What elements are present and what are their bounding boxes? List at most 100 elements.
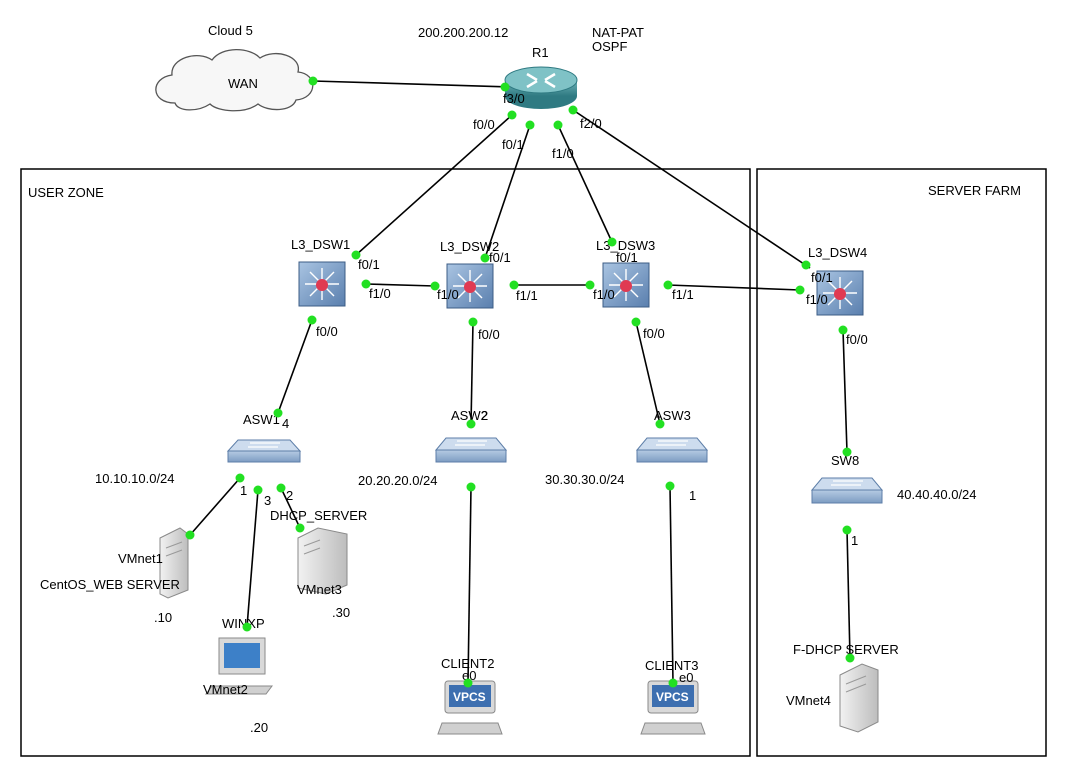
link-dsw3-asw3[interactable] [635, 321, 661, 425]
link-dsw3-dsw4[interactable] [667, 284, 801, 291]
dhcp-ip: .30 [332, 605, 350, 620]
port-label: f0/0 [316, 324, 338, 339]
l2-asw2[interactable]: ASW2 [434, 408, 508, 463]
link-r1-dsw4[interactable] [572, 109, 811, 269]
link-asw3-client3[interactable] [669, 485, 674, 684]
link-status-dot [466, 419, 476, 429]
router-name: R1 [532, 45, 549, 60]
port-label: 1 [689, 488, 696, 503]
l2-asw1[interactable]: ASW1 [226, 412, 302, 463]
link-status-dot [242, 622, 252, 632]
l2-sw8[interactable]: SW8 [810, 453, 884, 504]
link-cloud-r1[interactable] [312, 80, 513, 88]
l3-dsw4[interactable]: L3_DSW4 [808, 245, 867, 316]
port-label: f2/0 [580, 116, 602, 131]
link-status-dot [185, 530, 195, 540]
l2-asw3[interactable]: ASW3 [635, 408, 709, 463]
link-status-dot [568, 105, 578, 115]
port-label: 1 [240, 483, 247, 498]
winxp-label: WINXP [222, 616, 265, 631]
link-asw1-centos[interactable] [189, 477, 241, 536]
link-dsw4-sw8[interactable] [842, 329, 848, 453]
dhcp-server[interactable]: DHCP_SERVER VMnet3 .30 [270, 508, 367, 620]
subnet-30: 30.30.30.0/24 [545, 472, 625, 487]
l3-dsw1[interactable]: L3_DSW1 [291, 237, 350, 307]
link-status-dot [585, 280, 595, 290]
link-status-dot [430, 281, 440, 291]
port-label: f1/1 [672, 287, 694, 302]
link-asw1-dhcp[interactable] [280, 487, 301, 529]
server-icon [839, 663, 879, 733]
link-asw1-winxp[interactable] [246, 489, 259, 628]
link-r1-dsw2[interactable] [484, 124, 531, 259]
port-label: f0/1 [811, 270, 833, 285]
link-status-dot [525, 120, 535, 130]
vmnet3-label: VMnet3 [297, 582, 342, 597]
subnet-10: 10.10.10.0/24 [95, 471, 175, 486]
link-status-dot [361, 279, 371, 289]
l2-switch-icon [831, 480, 863, 486]
client3-vpcs[interactable]: VPCS CLIENT3 [640, 658, 706, 735]
link-status-dot [801, 260, 811, 270]
subnet-40: 40.40.40.0/24 [897, 487, 977, 502]
link-status-dots [185, 76, 855, 688]
centos-web-server[interactable]: VMnet1 CentOS_WEB SERVER .10 [40, 527, 189, 625]
router-icon [504, 66, 578, 94]
l2-switch-icon [656, 440, 688, 446]
port-labels: f3/0 f0/0 f0/1 f1/0 f2/0 f0/1 f1/0 f0/0 … [240, 91, 868, 685]
link-dsw1-dsw2[interactable] [365, 283, 436, 287]
link-status-dot [276, 483, 286, 493]
port-label: 4 [282, 416, 289, 431]
link-status-dot [795, 285, 805, 295]
port-label: 2 [286, 488, 293, 503]
asw2-name: ASW2 [451, 408, 488, 423]
port-label: f3/0 [503, 91, 525, 106]
cloud-5[interactable]: Cloud 5 WAN [155, 23, 314, 112]
port-label: f0/1 [502, 137, 524, 152]
router-note-nat: NAT-PAT [592, 25, 644, 40]
user-zone-label: USER ZONE [28, 185, 104, 200]
f-dhcp-server[interactable]: F-DHCP SERVER VMnet4 [786, 642, 899, 733]
link-dsw1-asw1[interactable] [277, 319, 313, 414]
subnet-20: 20.20.20.0/24 [358, 473, 438, 488]
centos-ip: .10 [154, 610, 172, 625]
port-label: f0/0 [473, 117, 495, 132]
port-label: f0/0 [846, 332, 868, 347]
asw3-name: ASW3 [654, 408, 691, 423]
asw1-name: ASW1 [243, 412, 280, 427]
l3-dsw2[interactable]: L3_DSW2 [440, 239, 499, 309]
centos-label: CentOS_WEB SERVER [40, 577, 180, 592]
vmnet1-label: VMnet1 [118, 551, 163, 566]
vpcs-label-3: VPCS [656, 690, 689, 704]
router-ip: 200.200.200.12 [418, 25, 508, 40]
vmnet2-label: VMnet2 [203, 682, 248, 697]
router-r1[interactable]: R1 200.200.200.12 NAT-PAT OSPF [418, 25, 644, 109]
port-label: 1 [851, 533, 858, 548]
link-r1-dsw1[interactable] [355, 114, 513, 256]
link-r1-dsw3[interactable] [557, 124, 613, 243]
fdhcp-label: F-DHCP SERVER [793, 642, 899, 657]
server-farm-box [756, 168, 1047, 757]
links [189, 80, 851, 684]
link-status-dot [295, 523, 305, 533]
client3-label: CLIENT3 [645, 658, 698, 673]
client2-vpcs[interactable]: VPCS CLIENT2 [437, 656, 503, 735]
winxp-pc[interactable]: WINXP VMnet2 .20 [203, 616, 273, 735]
link-status-dot [307, 315, 317, 325]
dsw2-name: L3_DSW2 [440, 239, 499, 254]
link-status-dot [468, 317, 478, 327]
port-label: 2 [481, 408, 488, 423]
link-status-dot [480, 253, 490, 263]
link-status-dot [842, 525, 852, 535]
dhcp-label: DHCP_SERVER [270, 508, 367, 523]
link-status-dot [351, 250, 361, 260]
dsw1-name: L3_DSW1 [291, 237, 350, 252]
port-label: f1/0 [437, 287, 459, 302]
link-dsw2-asw2[interactable] [470, 321, 474, 425]
port-label: f0/1 [489, 250, 511, 265]
port-label: f1/0 [552, 146, 574, 161]
link-asw2-client2[interactable] [467, 486, 472, 684]
sw8-name: SW8 [831, 453, 859, 468]
link-sw8-fdhcp[interactable] [846, 529, 851, 659]
